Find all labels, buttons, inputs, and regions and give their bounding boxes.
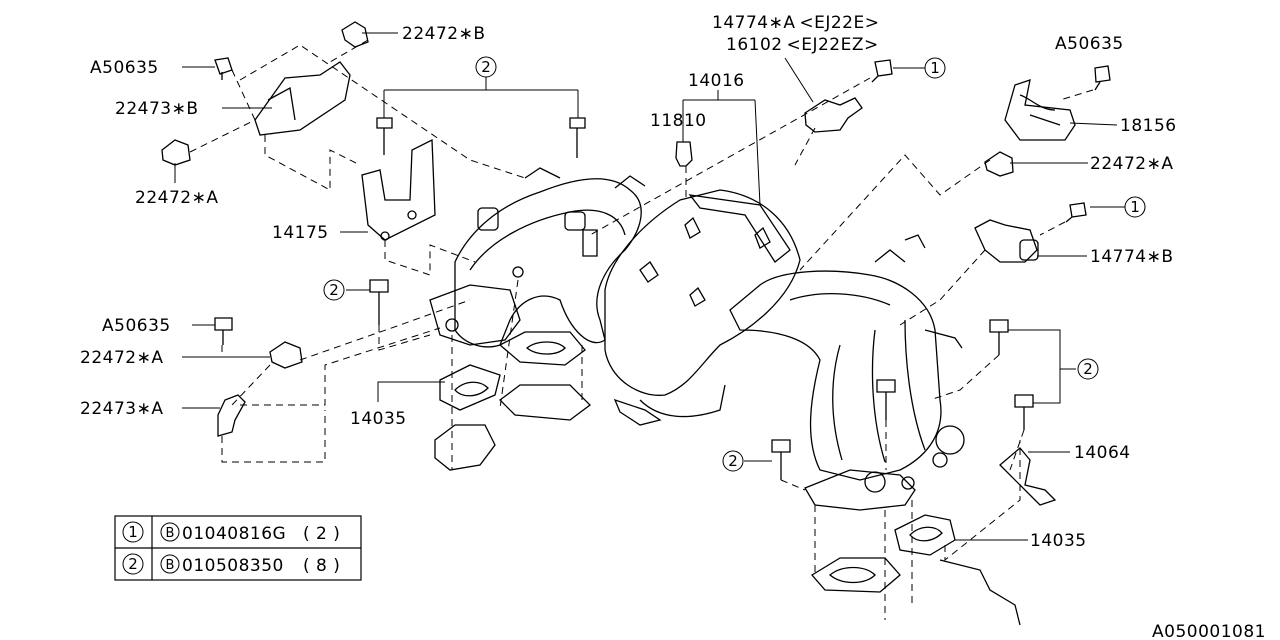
callout-two-left: 2: [323, 279, 345, 301]
callout-two-right: 2: [1077, 358, 1099, 380]
label-a50635-top-left: A50635: [90, 58, 159, 78]
callout-one-right: 1: [1124, 196, 1146, 218]
callout-two-top: 2: [475, 56, 497, 78]
label-14175: 14175: [272, 223, 329, 243]
svg-text:2: 2: [481, 58, 491, 76]
label-14035-left: 14035: [350, 409, 407, 429]
diagram-reference-code: A050001081: [1152, 622, 1266, 640]
label-22473A: 22473∗A: [80, 399, 163, 419]
left-flange: [429, 284, 521, 346]
svg-text:010508350: 010508350: [182, 556, 284, 576]
part-labels: 22472∗B A50635 22473∗B 22472∗A 14175 A50…: [80, 13, 1266, 640]
label-14016: 14016: [688, 71, 745, 91]
valve-14774A: [804, 97, 863, 133]
callout-two-bottom: 2: [722, 450, 744, 472]
svg-text:1: 1: [128, 523, 138, 541]
bracket-22473A: [217, 394, 246, 437]
callouts: 2 1 1 2 2 2: [323, 56, 1146, 472]
label-16102: 16102 <EJ22EZ>: [726, 35, 879, 55]
label-a50635-middle-left: A50635: [102, 316, 171, 336]
center-plenum: [604, 189, 801, 396]
label-14064: 14064: [1074, 443, 1131, 463]
gasket-lower-left: [434, 424, 496, 471]
gasket-left-lower: [499, 384, 591, 421]
callout-one-top: 1: [924, 57, 946, 79]
gasket-left-upper: [498, 331, 586, 366]
label-14774B: 14774∗B: [1090, 247, 1174, 267]
bracket-22473B: [254, 61, 351, 136]
svg-text:( 2 ): ( 2 ): [303, 524, 340, 544]
clip-22472A-middle: [269, 341, 303, 369]
part-shapes: [161, 21, 1111, 626]
bracket-18156: [1004, 79, 1076, 141]
svg-text:2: 2: [1083, 360, 1093, 378]
right-flange: [804, 469, 916, 511]
label-22472A-middle-left: 22472∗A: [80, 348, 163, 368]
bracket-14175: [361, 138, 436, 241]
bolts: [214, 57, 1111, 480]
label-a50635-top-right: A50635: [1055, 34, 1124, 54]
svg-text:B: B: [166, 558, 175, 573]
svg-text:( 8 ): ( 8 ): [303, 556, 340, 576]
legend-table: 1 B 01040816G ( 2 ) 2 B 010508350 ( 8 ): [114, 515, 362, 581]
svg-text:01040816G: 01040816G: [182, 524, 286, 544]
leader-lines: [174, 32, 1125, 541]
clip-22472A-left: [161, 139, 191, 166]
svg-text:B: B: [166, 526, 175, 541]
label-22472B: 22472∗B: [402, 24, 486, 44]
clip-22472B: [341, 21, 369, 48]
svg-text:1: 1: [1130, 198, 1140, 216]
svg-text:2: 2: [128, 555, 138, 573]
svg-text:1: 1: [930, 59, 940, 77]
label-11810: 11810: [650, 111, 707, 131]
sensor-11810: [675, 141, 693, 167]
label-18156: 18156: [1120, 116, 1177, 136]
svg-text:2: 2: [329, 281, 339, 299]
gasket-lower-right: [811, 557, 901, 593]
label-14035-right: 14035: [1030, 531, 1087, 551]
valve-14774B: [974, 219, 1038, 263]
label-22473B: 22473∗B: [115, 99, 199, 119]
left-intake-manifold: [454, 178, 642, 348]
label-14774A: 14774∗A <EJ22E>: [712, 13, 879, 33]
assembly-dashed-lines: [189, 39, 1094, 620]
right-intake-manifold: [729, 270, 942, 481]
label-22472A-left: 22472∗A: [135, 188, 218, 208]
legend-row-2: 2 B 010508350 ( 8 ): [122, 553, 340, 576]
gasket-14035-left: [439, 364, 501, 411]
label-22472A-right: 22472∗A: [1090, 154, 1173, 174]
svg-text:2: 2: [728, 452, 738, 470]
gasket-14035-right: [894, 514, 956, 556]
legend-row-1: 1 B 01040816G ( 2 ): [122, 521, 340, 544]
bracket-14064: [999, 447, 1057, 506]
clip-22472A-right: [984, 151, 1014, 177]
